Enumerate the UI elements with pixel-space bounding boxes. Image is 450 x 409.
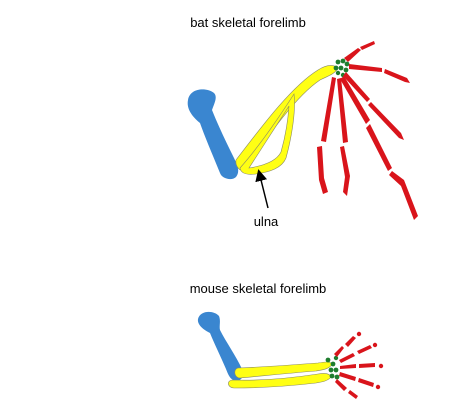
- bat-digit: [389, 171, 418, 220]
- bat-title: bat skeletal forelimb: [190, 15, 306, 30]
- mouse-radius: [234, 361, 333, 379]
- mouse-digit: [345, 336, 356, 347]
- mouse-digit-tip: [375, 384, 381, 390]
- bat-digit: [340, 76, 370, 124]
- mouse-digit: [339, 372, 356, 381]
- bat-digit: [368, 102, 404, 140]
- bat-humerus: [187, 89, 239, 180]
- mouse-ulna: [228, 373, 332, 389]
- mouse-digit-tip: [356, 331, 362, 337]
- bat-forelimb: bat skeletal forelimb: [187, 15, 418, 229]
- mouse-digit: [358, 378, 374, 387]
- mouse-digit: [340, 364, 356, 369]
- mouse-digits: [334, 331, 384, 399]
- bat-digits: [317, 41, 418, 220]
- mouse-digit: [334, 346, 344, 357]
- bat-digit: [384, 69, 410, 83]
- mouse-digit-tip: [372, 342, 378, 348]
- bat-digit: [366, 124, 392, 171]
- bat-digit: [343, 72, 370, 102]
- ulna-label: ulna: [254, 214, 279, 229]
- bat-digit: [321, 77, 336, 142]
- mouse-digit: [339, 353, 355, 363]
- bat-digit: [317, 146, 328, 194]
- bat-digit: [360, 41, 375, 50]
- mouse-digit: [357, 345, 372, 354]
- mouse-forelimb: mouse skeletal forelimb: [190, 281, 384, 399]
- ulna-arrow: [255, 169, 269, 209]
- bat-digit: [337, 78, 348, 143]
- mouse-digit: [359, 363, 375, 368]
- bat-digit: [340, 146, 350, 196]
- bat-digit: [349, 64, 382, 72]
- mouse-digit: [335, 379, 347, 391]
- mouse-digit: [348, 390, 358, 399]
- mouse-digit-tip: [378, 363, 384, 369]
- mouse-carpals: [325, 355, 340, 380]
- mouse-humerus: [197, 311, 244, 381]
- bat-ulna: [239, 93, 295, 175]
- mouse-title: mouse skeletal forelimb: [190, 281, 327, 296]
- bat-digit: [344, 48, 361, 62]
- bat-carpals: [333, 58, 350, 78]
